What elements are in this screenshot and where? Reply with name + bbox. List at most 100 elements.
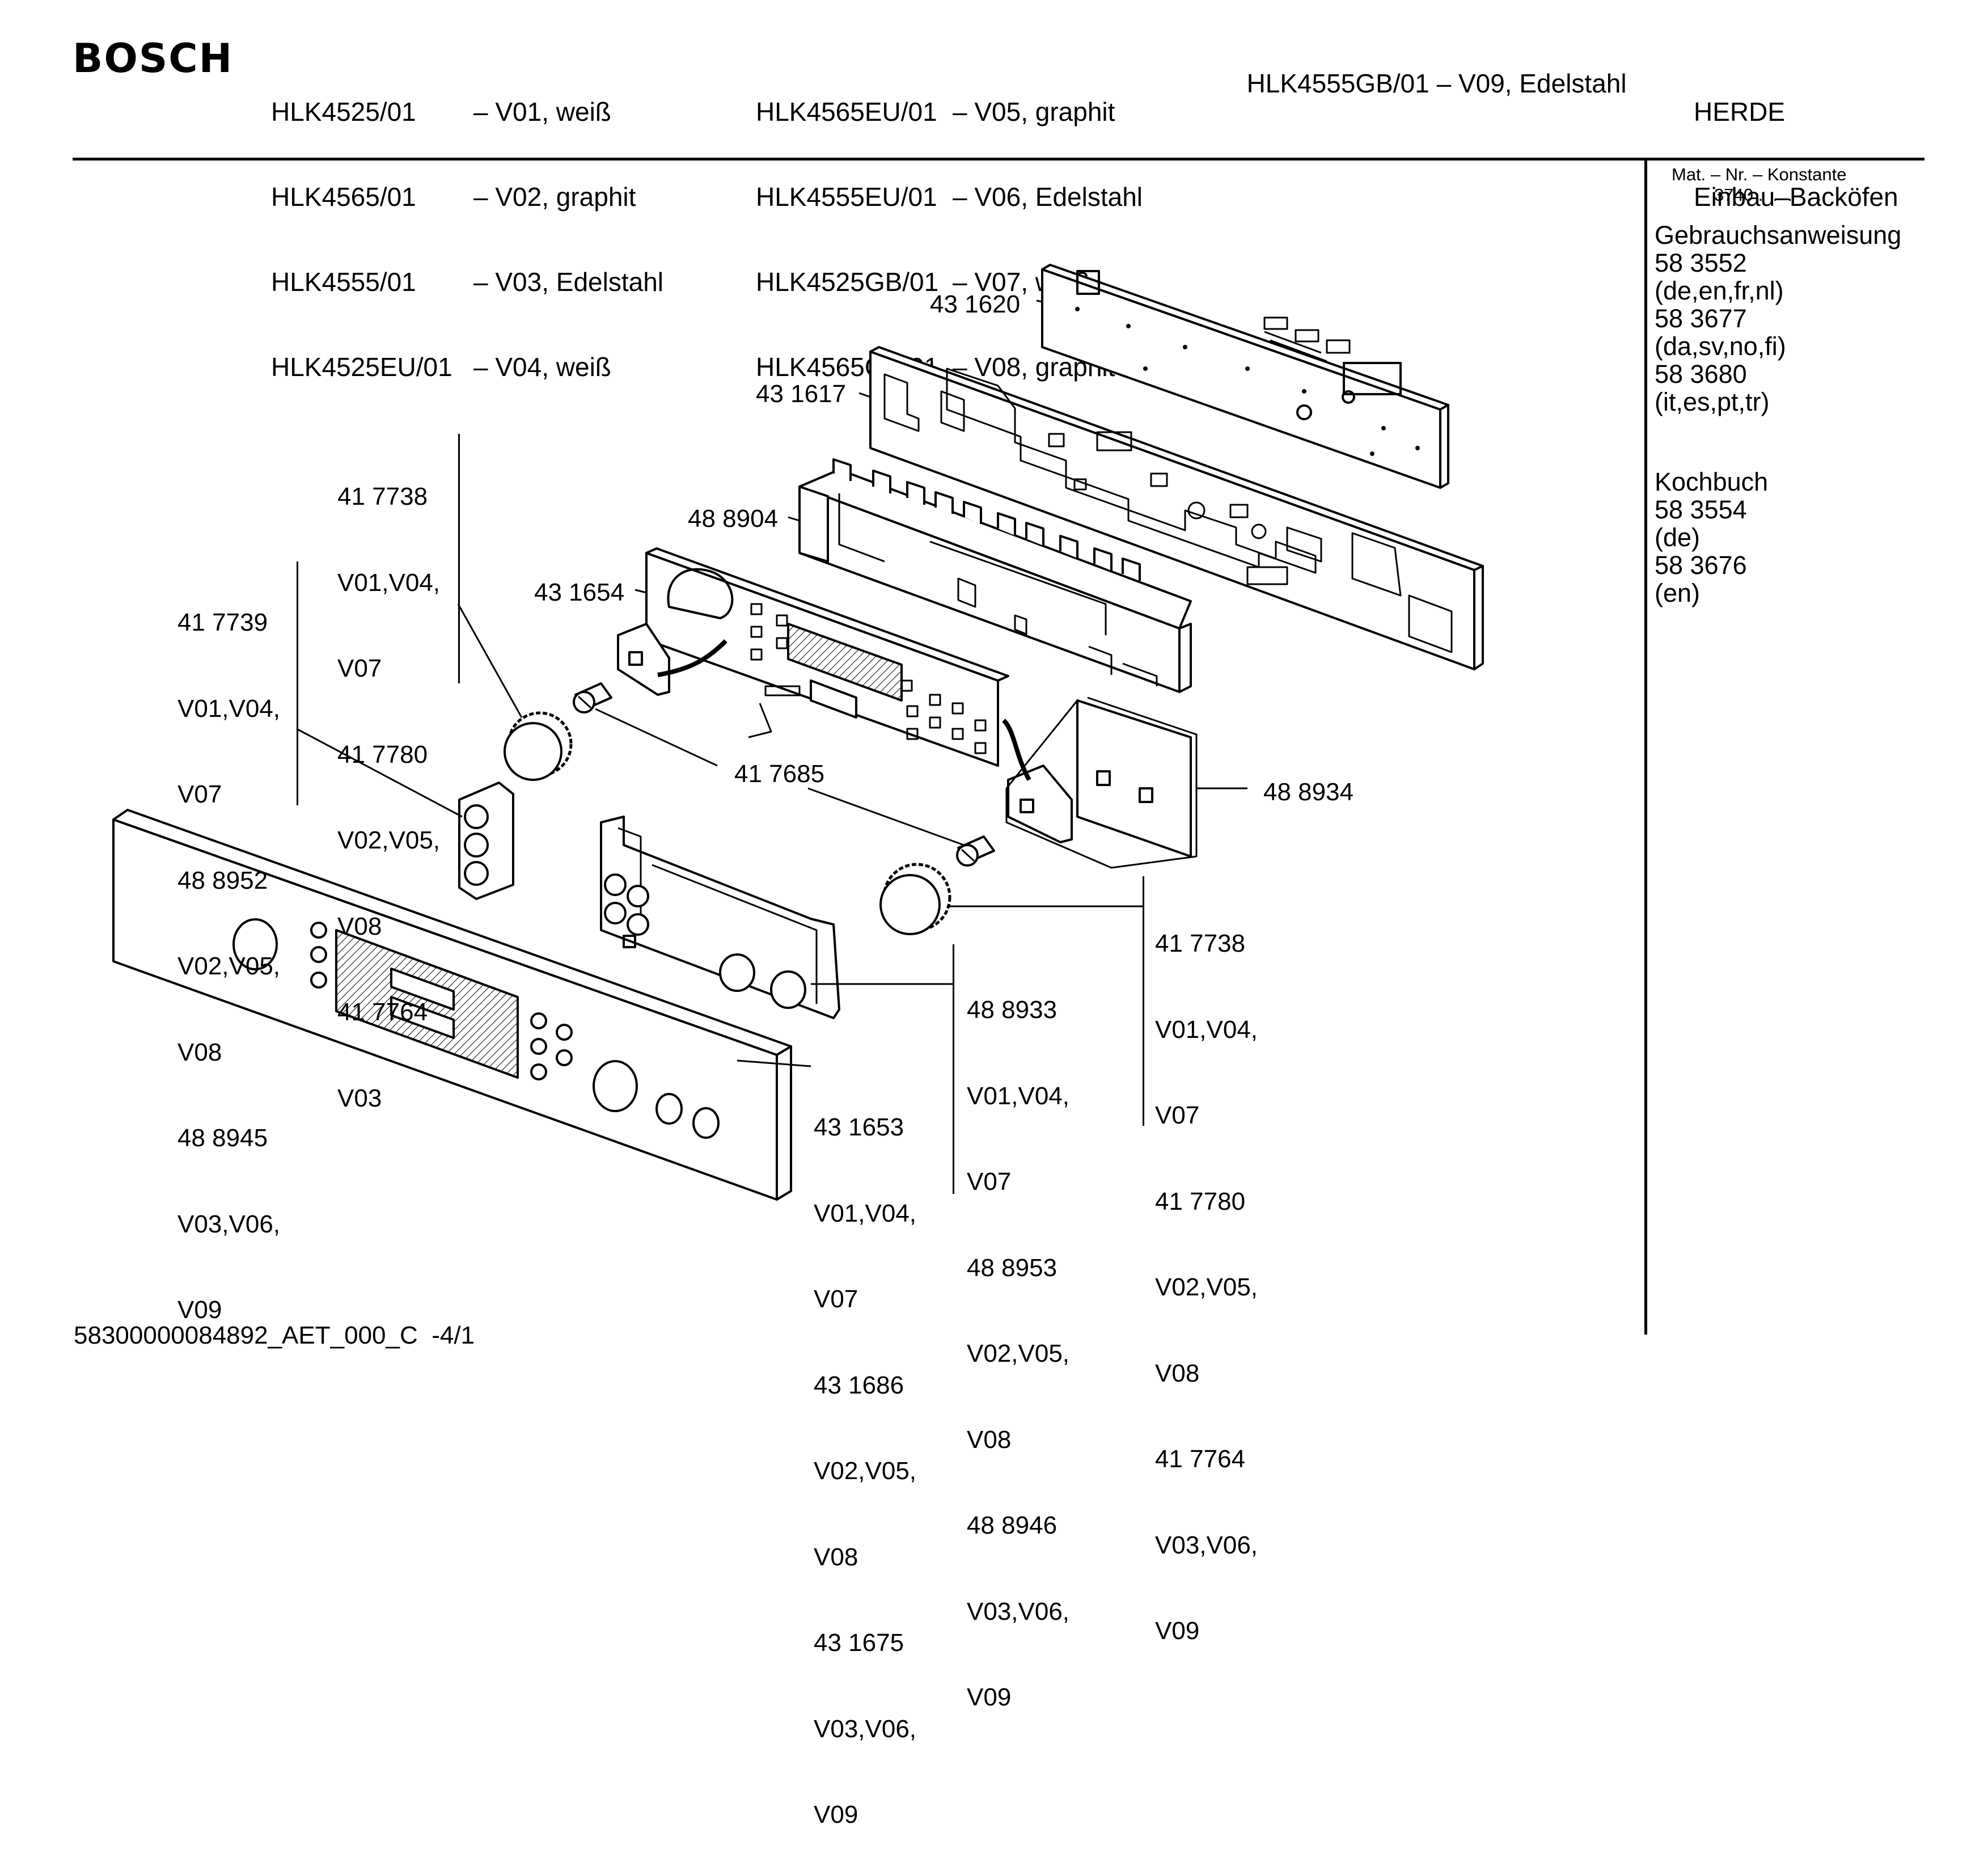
part-488934-display-module (1005, 696, 1198, 869)
cookbook-item: (de) (1655, 523, 1701, 552)
label-group-knob-lower: 41 7738 V01,V04, V07 41 7780 V02,V05, V0… (1155, 872, 1258, 1674)
label-line: V01,V04, (177, 694, 281, 723)
model-code: HLK4525GB/01 (756, 267, 939, 297)
label-line: V02,V05, (814, 1457, 917, 1485)
leader-bar (297, 561, 298, 805)
manual-item: 58 3552 (1655, 248, 1747, 277)
header-divider (73, 158, 1924, 161)
category-line: HERDE (1694, 97, 1786, 126)
label-431620: 43 1620 (930, 290, 1021, 318)
manual-item: 58 3680 (1655, 360, 1747, 389)
leader-bar (458, 434, 460, 683)
model-variant: – V09, Edelstahl (1436, 69, 1627, 98)
label-line: V01,V04, (814, 1199, 917, 1227)
part-431617-frame (869, 346, 1484, 670)
part-431654-control-pcb (617, 547, 1009, 767)
model-code: HLK4565/01 (271, 182, 416, 212)
label-line: V07 (337, 654, 382, 682)
part-left-button-holder (458, 782, 514, 900)
label-group-holder-left: 41 7739 V01,V04, V07 48 8952 V02,V05, V0… (177, 551, 280, 1353)
cookbook-title: Kochbuch (1655, 467, 1769, 496)
cookbook-item: 58 3554 (1655, 495, 1747, 524)
mat-value: 3740 . . . . . (1714, 185, 1822, 205)
category: HERDE Einbau–Backöfen (1694, 41, 1898, 239)
part-417685-encoder-shaft-upper (573, 682, 612, 713)
label-line: 48 8945 (177, 1124, 268, 1152)
part-417685-encoder-shaft-lower (956, 835, 995, 867)
part-right-sensor-tab (1001, 719, 1073, 843)
label-line: 43 1686 (814, 1371, 904, 1399)
model-code: HLK4525EU/01 (271, 352, 452, 382)
label-line: V09 (1155, 1617, 1200, 1645)
manual-item: 58 3677 (1655, 304, 1747, 333)
label-line: 41 7780 (337, 740, 428, 768)
manual-item: (da,sv,no,fi) (1655, 332, 1786, 361)
model-list-col1: HLK4525/01 HLK4565/01 HLK4555/01 HLK4525… (271, 41, 452, 409)
label-line: V07 (814, 1285, 858, 1313)
exploded-view-diagram (112, 264, 1484, 1201)
label-line: 48 8946 (967, 1511, 1058, 1539)
label-line: V08 (814, 1543, 858, 1571)
label-line: V01,V04, (967, 1082, 1070, 1110)
category-line: Einbau–Backöfen (1694, 182, 1898, 212)
label-line: 41 7739 (177, 609, 268, 636)
model-variant: – V01, weiß (473, 97, 611, 126)
label-line: V09 (177, 1296, 222, 1324)
leader-bar (1143, 876, 1144, 1126)
model-list-col3: HLK4555GB/01 – V09, Edelstahl (1232, 41, 1627, 98)
document-id: 58300000084892_AET_000_C -4/1 (74, 1321, 475, 1349)
label-line: 41 7738 (337, 483, 428, 510)
model-code: HLK4565EU/01 (756, 97, 937, 126)
part-knob-upper (504, 711, 573, 781)
sidebar-divider (1644, 161, 1647, 1335)
cookbook-item: (en) (1655, 578, 1701, 607)
label-line: 43 1653 (814, 1113, 904, 1141)
label-line: V08 (967, 1425, 1012, 1454)
model-variant: – V06, Edelstahl (953, 182, 1143, 212)
label-line: V08 (177, 1038, 222, 1066)
model-variant: – V03, Edelstahl (473, 267, 664, 297)
model-variant: – V02, graphit (473, 182, 636, 212)
label-line: 41 7764 (1155, 1445, 1246, 1473)
label-line: 41 7764 (337, 998, 428, 1026)
brand-logo: BOSCH (73, 35, 234, 82)
label-line: V07 (967, 1168, 1012, 1196)
label-line: V07 (1155, 1101, 1200, 1129)
model-list-col1-variants: – V01, weiß – V02, graphit – V03, Edelst… (473, 41, 663, 409)
part-knob-lower (879, 863, 951, 935)
mat-label: Mat. – Nr. – Konstante (1672, 164, 1847, 184)
label-line: V02,V05, (967, 1340, 1070, 1367)
label-line: V09 (967, 1683, 1012, 1711)
label-431654: 43 1654 (534, 578, 625, 606)
manual-title: Gebrauchsanweisung (1655, 221, 1902, 250)
model-list-col2: HLK4565EU/01 HLK4555EU/01 HLK4525GB/01 H… (756, 41, 938, 409)
label-line: 41 7780 (1155, 1187, 1246, 1215)
label-line: V02,V05, (337, 826, 441, 854)
label-line: V03 (337, 1084, 382, 1112)
part-431653-front-panel (112, 809, 792, 1201)
label-line: V07 (177, 780, 222, 808)
label-line: V01,V04, (1155, 1015, 1258, 1044)
label-line: V03,V06, (177, 1210, 281, 1238)
cookbook-section: Kochbuch 58 3554 (de) 58 3676 (en) (1655, 468, 1768, 607)
manual-section: Gebrauchsanweisung 58 3552 (de,en,fr,nl)… (1655, 221, 1901, 416)
label-group-holder-right: 48 8933 V01,V04, V07 48 8953 V02,V05, V0… (967, 939, 1069, 1741)
label-431617: 43 1617 (756, 380, 847, 408)
label-488934: 48 8934 (1263, 778, 1354, 806)
model-code: HLK4555/01 (271, 267, 416, 297)
label-line: V02,V05, (1155, 1273, 1258, 1301)
label-line: V08 (337, 912, 382, 940)
label-line: 43 1675 (814, 1629, 904, 1657)
label-line: V09 (814, 1801, 858, 1829)
model-code: HLK4555EU/01 (756, 182, 937, 212)
label-line: V03,V06, (814, 1715, 917, 1743)
model-variant: – V04, weiß (473, 352, 611, 382)
cookbook-item: 58 3676 (1655, 551, 1747, 580)
label-line: 48 8952 (177, 866, 268, 894)
manual-item: (it,es,pt,tr) (1655, 387, 1770, 416)
leader-bar (953, 944, 954, 1194)
model-code: HLK4525/01 (271, 97, 416, 126)
part-488904-housing (798, 458, 1192, 693)
label-group-front-panel: 43 1653 V01,V04, V07 43 1686 V02,V05, V0… (814, 1056, 916, 1858)
label-line: V08 (1155, 1359, 1200, 1387)
